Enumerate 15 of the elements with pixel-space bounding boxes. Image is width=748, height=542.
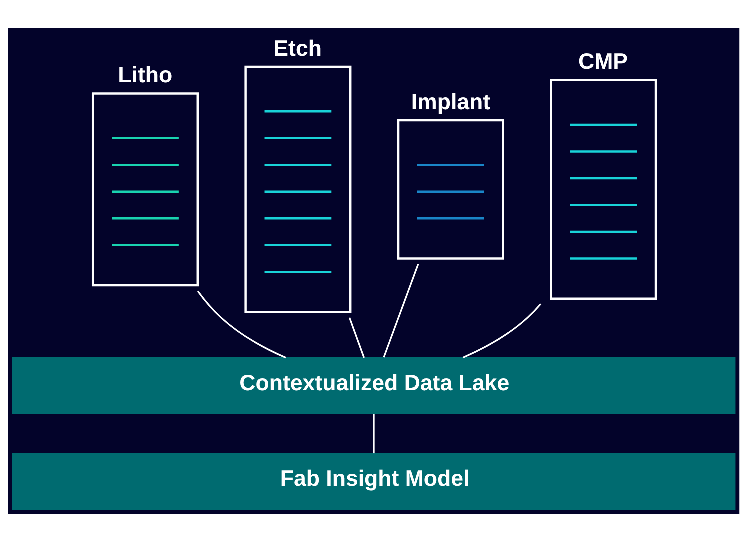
node-label: Litho (118, 62, 173, 88)
connector (383, 264, 420, 358)
node-box (92, 92, 199, 287)
node-box (550, 79, 658, 300)
node-box (244, 66, 352, 314)
connector (348, 318, 366, 358)
node-box (397, 119, 504, 260)
node-box: Contextualized Data Lake (12, 357, 736, 414)
node-label: Implant (411, 89, 491, 114)
connector (462, 304, 542, 359)
node-label: Etch (274, 36, 322, 61)
connector (197, 290, 286, 359)
node-box: Fab Insight Model (12, 453, 736, 510)
connector (373, 414, 375, 454)
node-label: CMP (578, 49, 628, 74)
